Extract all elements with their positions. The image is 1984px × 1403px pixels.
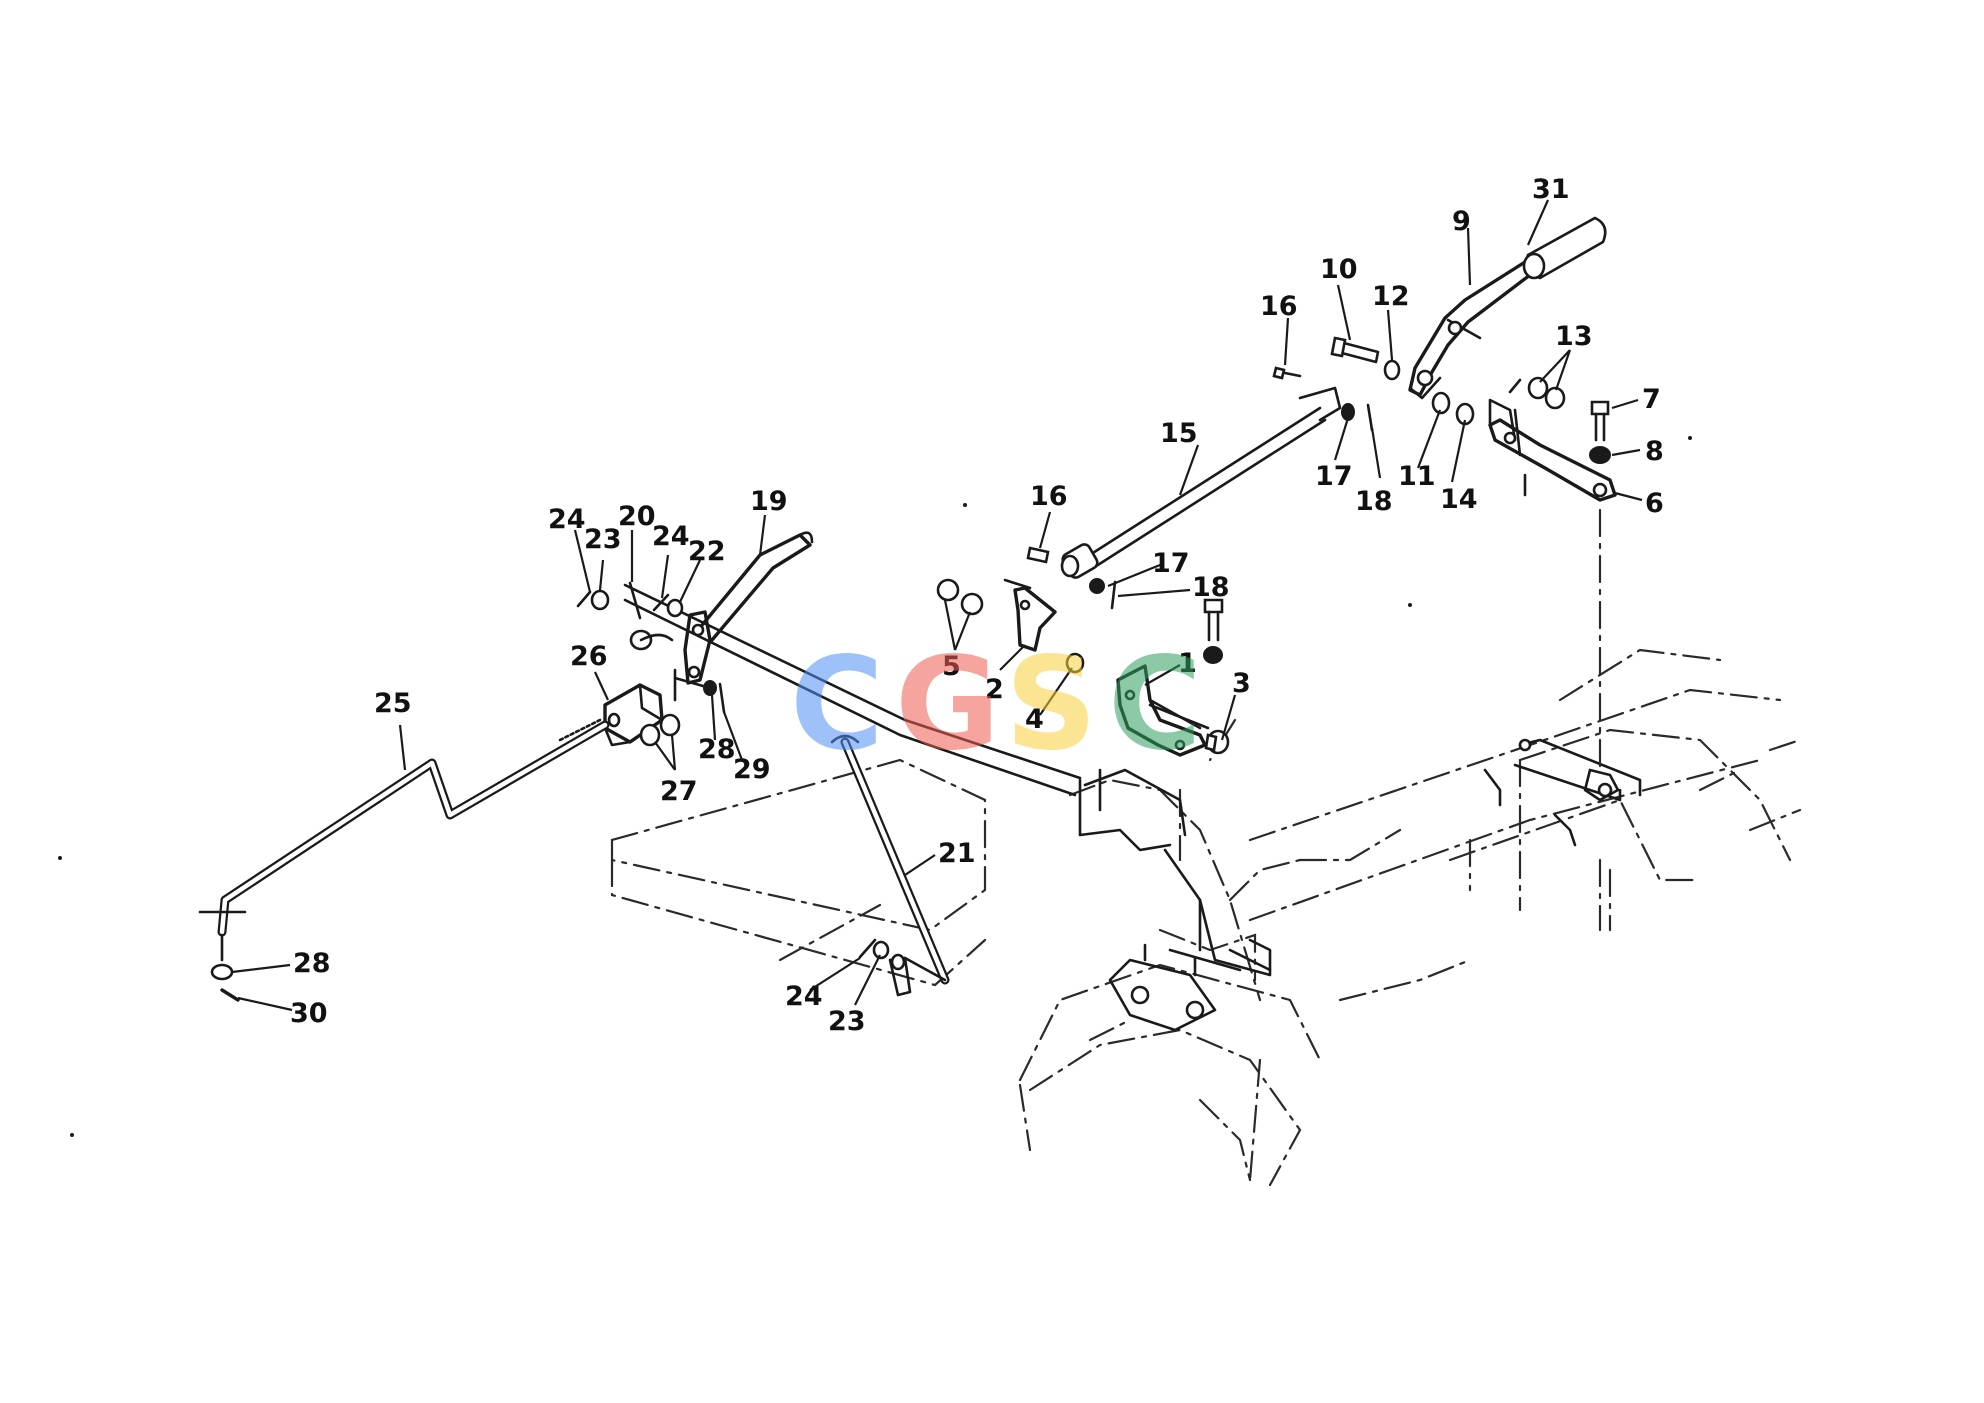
callout-23-bottom: 23 xyxy=(828,1006,866,1037)
callout-17-top: 17 xyxy=(1315,461,1353,492)
callout-11: 11 xyxy=(1398,461,1436,492)
rod-15 xyxy=(1060,386,1342,579)
leader-lines xyxy=(231,199,1643,1012)
callout-24-bottom: 24 xyxy=(785,981,823,1012)
handle-grip-31 xyxy=(1522,216,1607,280)
watermark-letter-3: S xyxy=(1005,630,1097,779)
bolt-3-upper xyxy=(1203,598,1224,664)
callout-1: 1 xyxy=(1178,648,1197,679)
bracket-2 xyxy=(1003,578,1057,652)
callout-28-lower: 28 xyxy=(293,948,331,979)
washer-8 xyxy=(1589,446,1611,464)
lever-9 xyxy=(1408,260,1532,400)
callout-17-mid: 17 xyxy=(1152,548,1190,579)
pin-16-top xyxy=(1272,366,1302,380)
callout-30: 30 xyxy=(290,998,328,1029)
callout-24-right: 24 xyxy=(652,521,690,552)
callout-6: 6 xyxy=(1645,488,1664,519)
nuts-27 xyxy=(639,713,681,747)
pin-18-mid xyxy=(1110,580,1117,610)
callout-labels: 1 2 3 4 5 6 7 8 9 10 11 12 13 14 15 16 1… xyxy=(290,174,1664,1037)
callout-18-mid: 18 xyxy=(1192,572,1230,603)
callout-3: 3 xyxy=(1232,668,1251,699)
callout-27: 27 xyxy=(660,776,698,807)
pin-20 xyxy=(628,581,674,651)
watermark-letter-2: G xyxy=(895,630,1000,779)
callout-29: 29 xyxy=(733,754,771,785)
callout-15: 15 xyxy=(1160,418,1198,449)
nut-17-mid xyxy=(1089,578,1105,594)
callout-25: 25 xyxy=(374,688,412,719)
stray-marks xyxy=(58,436,1692,1137)
washer-28-lower xyxy=(210,963,234,981)
callout-8: 8 xyxy=(1645,436,1664,467)
callout-24-left: 24 xyxy=(548,504,586,535)
pin-29 xyxy=(718,682,726,714)
lower-clevis xyxy=(858,938,947,997)
watermark-letter-4: C xyxy=(1108,630,1202,779)
callout-21: 21 xyxy=(938,838,976,869)
washer-12 xyxy=(1383,359,1401,381)
pin-16-mid xyxy=(1026,546,1050,564)
washer-11 xyxy=(1431,391,1451,415)
nuts-13 xyxy=(1527,376,1566,410)
callout-14: 14 xyxy=(1440,484,1478,515)
callout-16-mid: 16 xyxy=(1030,481,1068,512)
watermark-logo: C G S C xyxy=(790,630,1202,779)
pin-30 xyxy=(220,988,240,1002)
bolt-10 xyxy=(1330,336,1380,364)
callout-26: 26 xyxy=(570,641,608,672)
pin-24-right-top xyxy=(652,593,670,612)
chassis-brackets xyxy=(1078,738,1642,1032)
callout-23-top: 23 xyxy=(584,524,622,555)
callout-31: 31 xyxy=(1532,174,1570,205)
nuts-5 xyxy=(936,578,984,616)
callout-20: 20 xyxy=(618,501,656,532)
callout-16-top: 16 xyxy=(1260,291,1298,322)
washer-4 xyxy=(1065,652,1085,674)
callout-4: 4 xyxy=(1025,704,1044,735)
callout-13: 13 xyxy=(1555,321,1593,352)
bolt-7 xyxy=(1590,400,1610,442)
callout-19: 19 xyxy=(750,486,788,517)
bracket-6 xyxy=(1488,378,1617,502)
nut-23-top xyxy=(590,589,610,611)
nut-17-top xyxy=(1341,403,1355,421)
callout-7: 7 xyxy=(1642,384,1661,415)
nut-22 xyxy=(666,598,684,618)
callout-12: 12 xyxy=(1372,281,1410,312)
pin-24-left-top xyxy=(576,590,592,608)
frame-pivot xyxy=(1583,768,1620,802)
rod-25 xyxy=(217,718,610,937)
watermark-letter-1: C xyxy=(790,630,884,779)
pin-18-top xyxy=(1366,403,1374,432)
rod-stub xyxy=(673,676,712,690)
callout-9: 9 xyxy=(1452,206,1471,237)
callout-22: 22 xyxy=(688,536,726,567)
callout-10: 10 xyxy=(1320,254,1358,285)
callout-2: 2 xyxy=(985,674,1004,705)
callout-28-upper: 28 xyxy=(698,734,736,765)
rod-21 xyxy=(830,734,950,985)
lever-19 xyxy=(683,531,814,685)
callout-5: 5 xyxy=(942,651,961,682)
callout-18-top: 18 xyxy=(1355,486,1393,517)
